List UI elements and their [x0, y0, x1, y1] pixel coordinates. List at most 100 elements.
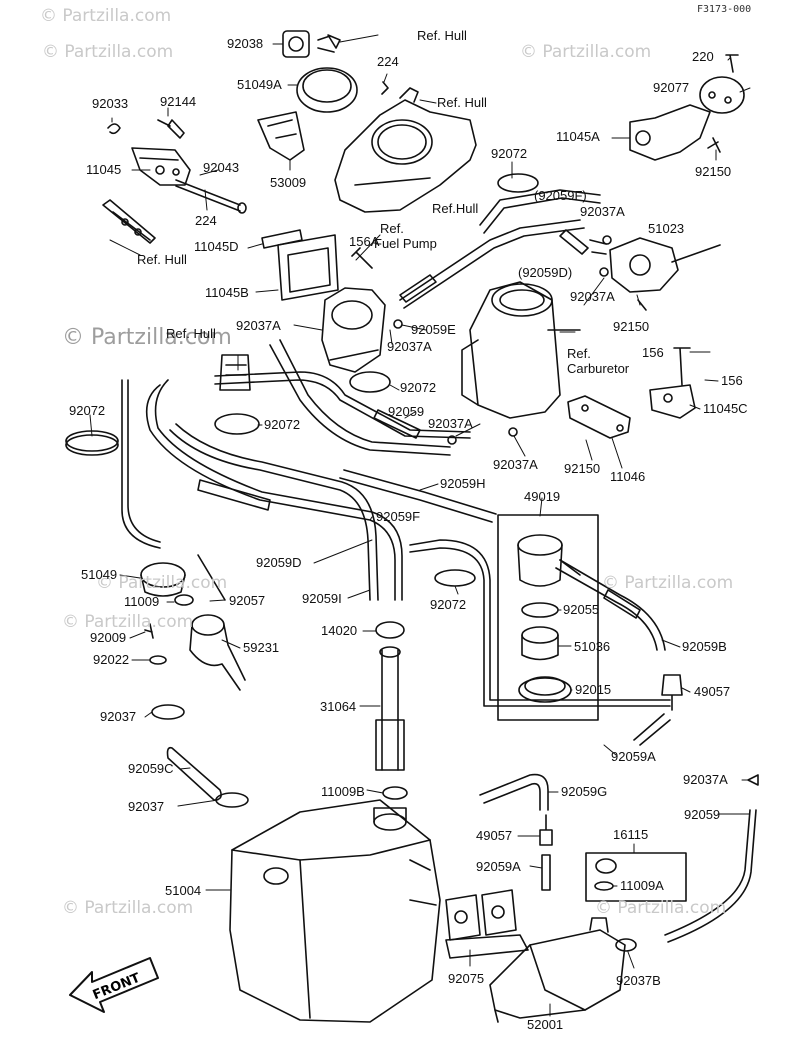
filter-box-49019 [497, 514, 599, 721]
cover-92077 [699, 76, 745, 114]
part-callout: 11045B [205, 285, 249, 300]
part-callout: 92037A [493, 457, 538, 472]
ref-callout: Ref. [567, 346, 591, 361]
part-callout: 92037A [683, 772, 728, 787]
part-callout: 92059A [476, 859, 521, 874]
carburetor-ref [461, 281, 581, 419]
washer-92022 [149, 655, 167, 665]
bracket-11045C [649, 384, 696, 419]
hose-sleeve [399, 274, 437, 303]
check-valve-49057-lower [539, 814, 553, 846]
filler-cap-51049 [140, 562, 186, 597]
front-label: FRONT [91, 971, 143, 1004]
ref-callout: Carburetor [567, 361, 630, 376]
part-callout: 11046 [610, 469, 646, 484]
part-callout: 49019 [524, 489, 561, 504]
watermark: © Partzilla.com [40, 6, 172, 26]
part-callout: 51049 [81, 567, 118, 582]
sender-31064 [375, 621, 405, 771]
screw-224 [381, 81, 389, 95]
part-callout: 49057 [476, 828, 513, 843]
strip-11045D [261, 229, 303, 249]
watermark: © Partzilla.com [595, 898, 727, 918]
ref-callout: Ref. [380, 221, 404, 236]
bracket-53009 [257, 111, 305, 161]
part-callout: 92150 [613, 319, 650, 334]
watermark: © Partzilla.com [62, 325, 232, 350]
part-callout: 92037 [100, 709, 137, 724]
watermark: © Partzilla.com [520, 42, 652, 62]
hose-92059G [479, 773, 549, 811]
washer-11009B [382, 786, 408, 800]
hose-sleeve [197, 479, 271, 511]
cap-51049A [296, 67, 358, 113]
bracket-11045B [277, 234, 339, 301]
screw-92009 [144, 623, 154, 639]
part-callout: 224 [195, 213, 217, 228]
part-callout: 59231 [243, 640, 280, 655]
clip-92033 [107, 123, 121, 135]
check-valve-49057 [661, 674, 683, 711]
part-callout: 11045D [194, 239, 239, 254]
bolt-156A [351, 247, 373, 269]
part-callout: 92059C [128, 761, 174, 776]
part-callout: 92037A [580, 204, 625, 219]
bracket-11045 [131, 147, 191, 186]
ref-callout: Ref. Hull [417, 28, 467, 43]
ref-callout: Ref. Hull [166, 326, 216, 341]
part-callout: 92059B [682, 639, 727, 654]
clip-92037A [447, 435, 457, 445]
ref-callout: Fuel Pump [374, 236, 437, 251]
clamp-92072 [65, 434, 119, 456]
chain-92057 [197, 554, 226, 601]
part-callout: 49057 [694, 684, 731, 699]
part-callout: 92072 [400, 380, 437, 395]
part-callout: 92059F [376, 509, 421, 524]
flange-11045A [629, 104, 711, 161]
part-callout: 92037A [387, 339, 432, 354]
part-callout: 92059H [440, 476, 486, 491]
reservoir-52001 [489, 917, 626, 1023]
part-callout: (92059F) [534, 188, 587, 203]
part-callout: 14020 [321, 623, 358, 638]
part-callout: 92072 [69, 403, 106, 418]
part-callout: 92043 [203, 160, 240, 175]
part-callout: 11009B [321, 784, 365, 799]
part-callout: 31064 [320, 699, 357, 714]
part-callout: 92059I [302, 591, 342, 606]
part-callout: 92077 [653, 80, 690, 95]
part-callout: 92144 [160, 94, 197, 109]
hose-sleeve [166, 746, 222, 801]
part-callout: 53009 [270, 175, 307, 190]
part-callout: 92072 [264, 417, 301, 432]
part-92038 [282, 30, 341, 58]
part-callout: 220 [692, 49, 714, 64]
part-callout: 92037A [428, 416, 473, 431]
part-callout: 92075 [448, 971, 485, 986]
clamp-92072 [434, 569, 476, 587]
part-callout: (92059D) [518, 265, 573, 280]
part-callout: 11009A [620, 878, 664, 893]
screw-92150-top [707, 137, 721, 153]
part-callout: 92059G [561, 784, 608, 799]
part-callout: 11045A [556, 129, 600, 144]
part-callout: 92037 [128, 799, 165, 814]
fuel-pump-51023 [589, 237, 721, 293]
bracket-11046 [567, 395, 631, 439]
ref-callout: Ref.Hull [432, 201, 479, 216]
watermark: © Partzilla.com [96, 573, 228, 593]
clamp-92072 [214, 413, 260, 435]
part-callout: 92037B [616, 973, 661, 988]
ref-callout: Ref. Hull [437, 95, 487, 110]
part-callout: 224 [377, 54, 399, 69]
part-callout: 92059 [684, 807, 721, 822]
part-callout: 51023 [648, 221, 685, 236]
clamp-92072 [349, 371, 391, 393]
part-callout: 92015 [575, 682, 612, 697]
part-callout: 92037A [236, 318, 281, 333]
tank-cover [334, 87, 477, 213]
part-callout: 92059D [256, 555, 302, 570]
hose-network [121, 189, 757, 943]
